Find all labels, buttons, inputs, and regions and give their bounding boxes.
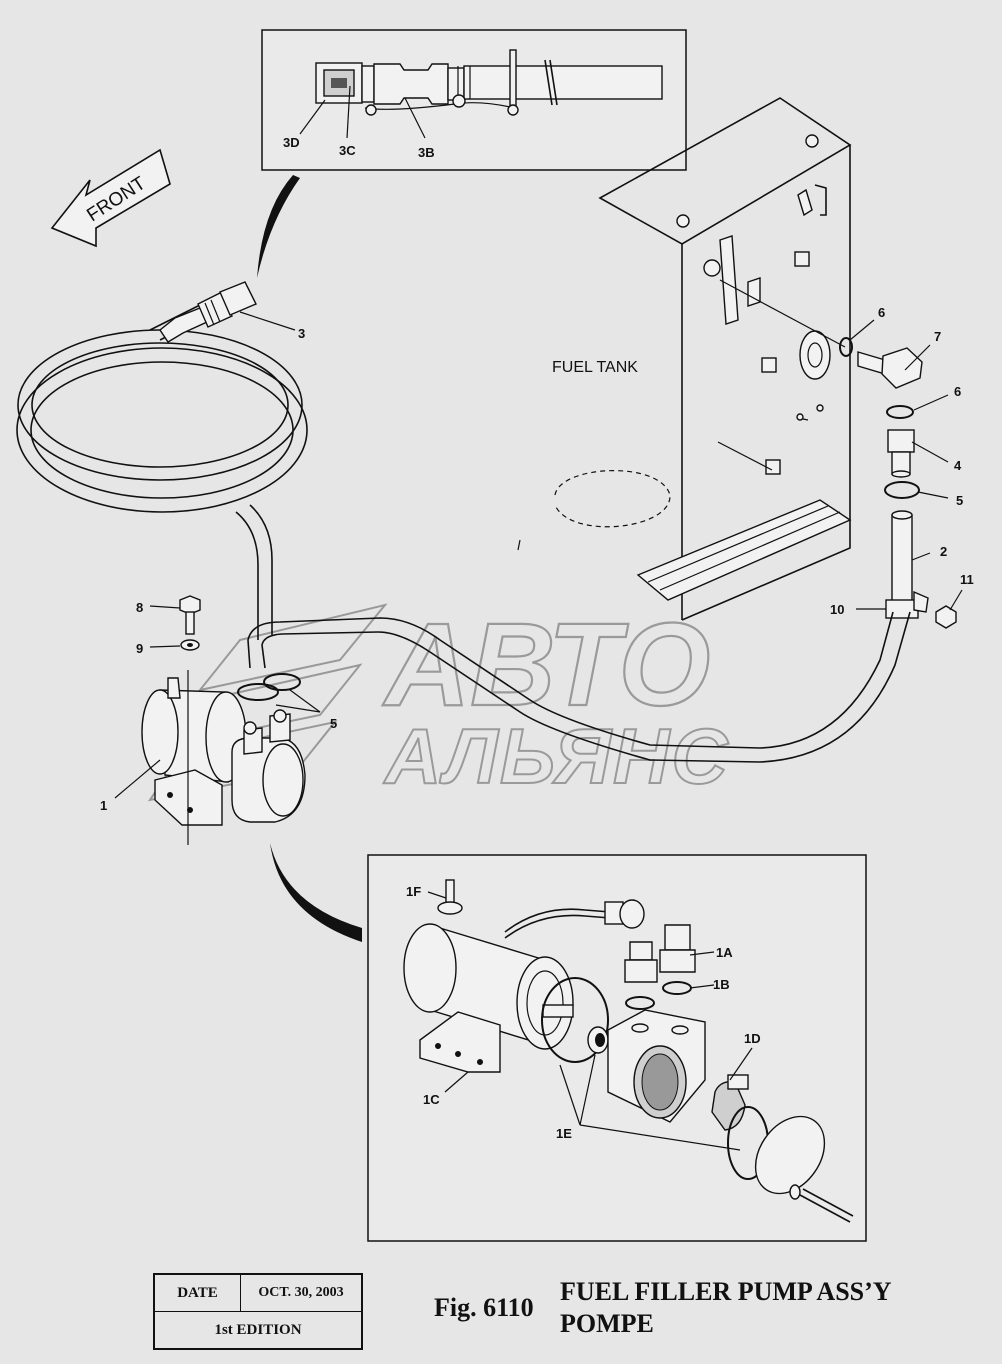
hose-clamp-pump-2 [263, 673, 301, 691]
callout-9: 9 [136, 641, 143, 656]
front-arrow: FRONT [50, 148, 171, 248]
callout-1E: 1E [556, 1126, 572, 1141]
detail-pointer-bottom [270, 843, 362, 942]
o-ring-lower [886, 405, 914, 419]
callout-3D: 3D [283, 135, 300, 150]
callout-7: 7 [934, 329, 941, 344]
callout-3: 3 [298, 326, 305, 341]
main-hose [247, 611, 911, 763]
callout-3C: 3C [339, 143, 356, 158]
callout-4: 4 [954, 458, 962, 473]
callout-11: 11 [960, 572, 974, 587]
o-ring-upper [839, 337, 853, 357]
bolt-washer [179, 595, 201, 651]
pipe-clip [885, 599, 919, 619]
bolt-8 [179, 595, 201, 615]
callout-10: 10 [830, 602, 844, 617]
fuel-tank-label: FUEL TANK [552, 359, 638, 376]
figure-number: Fig. 6110 [434, 1293, 534, 1322]
hose-clamp-screw [452, 94, 466, 108]
nozzle-detail-box: 3D 3C 3B [261, 29, 687, 171]
nut-11 [935, 605, 957, 629]
fuel-hose-coil [16, 304, 308, 640]
figure-title: FUEL FILLER PUMP ASS’Y POMPE [560, 1276, 892, 1340]
callout-6-lower: 6 [954, 384, 961, 399]
detail-pointer-top [257, 175, 300, 278]
callout-3B: 3B [418, 145, 435, 160]
callout-8: 8 [136, 600, 143, 615]
hose-clamp-tank [884, 481, 920, 499]
callout-1D: 1D [744, 1031, 761, 1046]
callout-1B: 1B [713, 977, 730, 992]
watermark: АВТО АЛЬЯНС [147, 598, 730, 802]
fuel-tank [517, 97, 852, 621]
callout-5-pump: 5 [330, 716, 337, 731]
pump-assembly [141, 670, 306, 845]
figure-title-line1: FUEL FILLER PUMP ASS’Y [560, 1277, 892, 1306]
date-label: DATE [155, 1275, 241, 1312]
pump-cover [754, 1115, 826, 1195]
callout-1A: 1A [716, 945, 733, 960]
title-block: DATE OCT. 30, 2003 1st EDITION [153, 1273, 363, 1350]
hose-clamp-pump-1 [237, 683, 279, 701]
filler-nozzle [159, 281, 257, 343]
callout-1: 1 [100, 798, 107, 813]
nozzle-coupling [361, 65, 375, 103]
o-ring-1B-left [625, 996, 655, 1010]
callout-1F: 1F [406, 884, 421, 899]
tank-fitting-set [839, 337, 957, 629]
figure-title-line2: POMPE [560, 1309, 654, 1338]
gasket-large [541, 977, 609, 1063]
callout-5-tank: 5 [956, 493, 963, 508]
callout-1C: 1C [423, 1092, 440, 1107]
edition: 1st EDITION [214, 1321, 302, 1338]
watermark-line2: АЛЬЯНС [383, 712, 730, 800]
callout-2: 2 [940, 544, 947, 559]
date-value: OCT. 30, 2003 [241, 1275, 361, 1312]
callout-6-upper: 6 [878, 305, 885, 320]
impeller [711, 1081, 746, 1131]
pump-detail-box: 1F 1A 1B 1D 1C 1E [367, 854, 867, 1242]
